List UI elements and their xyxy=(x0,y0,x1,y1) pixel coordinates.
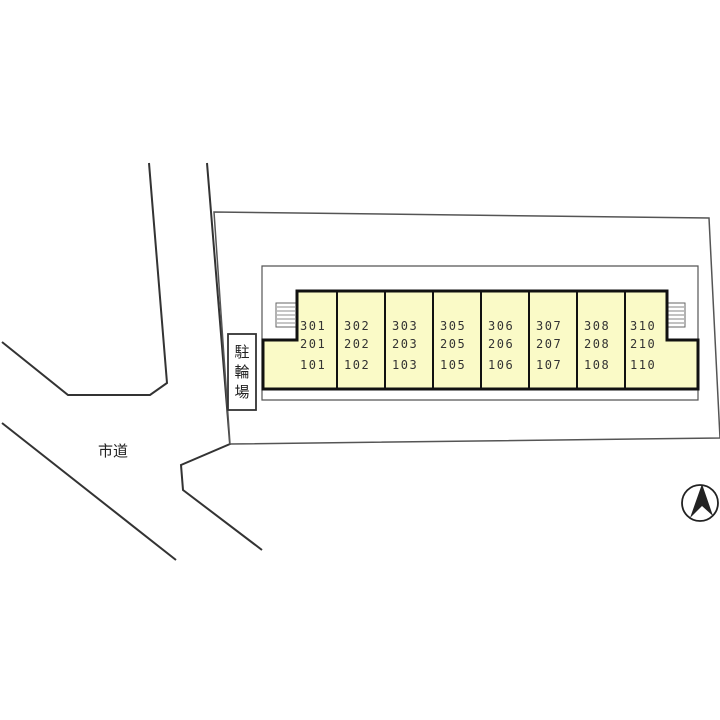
unit-number: 205 xyxy=(440,337,466,351)
unit-column: 305 205 105 xyxy=(440,319,466,372)
unit-number: 302 xyxy=(344,319,370,333)
bike-parking-char: 駐 xyxy=(234,343,249,361)
unit-column: 303 203 103 xyxy=(392,319,418,372)
unit-number: 105 xyxy=(440,358,466,372)
stairs-left xyxy=(275,302,297,328)
road-edge-left-upper xyxy=(1,162,169,396)
unit-column: 307 207 107 xyxy=(536,319,562,372)
unit-number: 306 xyxy=(488,319,514,333)
unit-number: 210 xyxy=(630,337,656,351)
unit-column: 310 210 110 xyxy=(630,319,656,372)
roads xyxy=(1,162,263,561)
unit-column: 308 208 108 xyxy=(584,319,610,372)
bike-parking: 駐 輪 場 xyxy=(227,333,257,411)
unit-number: 108 xyxy=(584,358,610,372)
unit-number: 107 xyxy=(536,358,562,372)
unit-labels: 301 201 101 302 202 102 303 203 103 305 … xyxy=(300,319,656,372)
unit-number: 303 xyxy=(392,319,418,333)
bike-parking-char: 輪 xyxy=(234,363,249,381)
unit-column: 306 206 106 xyxy=(488,319,514,372)
unit-number: 202 xyxy=(344,337,370,351)
unit-number: 110 xyxy=(630,358,656,372)
unit-number: 103 xyxy=(392,358,418,372)
unit-number: 301 xyxy=(300,319,326,333)
unit-number: 307 xyxy=(536,319,562,333)
unit-number: 106 xyxy=(488,358,514,372)
unit-number: 208 xyxy=(584,337,610,351)
unit-column: 302 202 102 xyxy=(344,319,370,372)
unit-column: 301 201 101 xyxy=(300,319,326,372)
road-label: 市道 xyxy=(98,442,128,460)
bike-parking-char: 場 xyxy=(234,383,249,401)
unit-number: 102 xyxy=(344,358,370,372)
stairs-right xyxy=(666,302,686,328)
road-edge-left-lower xyxy=(1,422,177,561)
unit-number: 207 xyxy=(536,337,562,351)
unit-partitions xyxy=(336,291,626,389)
north-arrow-icon xyxy=(681,484,719,522)
unit-number: 310 xyxy=(630,319,656,333)
unit-number: 206 xyxy=(488,337,514,351)
road-edge-right-upper xyxy=(179,162,263,551)
unit-number: 201 xyxy=(300,337,326,351)
unit-number: 308 xyxy=(584,319,610,333)
unit-number: 203 xyxy=(392,337,418,351)
unit-number: 305 xyxy=(440,319,466,333)
unit-number: 101 xyxy=(300,358,326,372)
